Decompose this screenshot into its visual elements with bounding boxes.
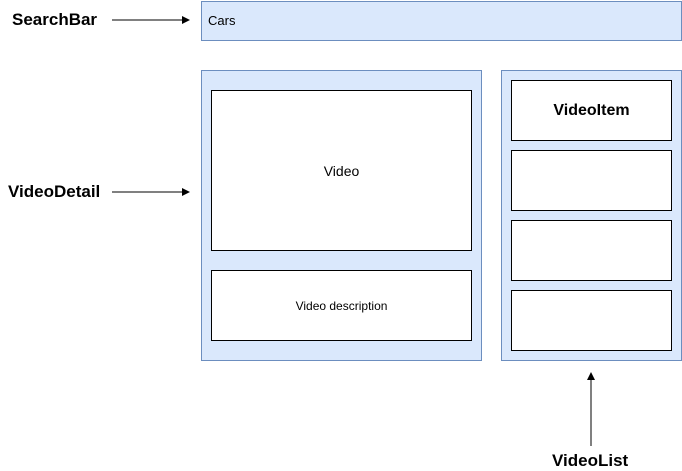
video-description-box: Video description	[211, 270, 472, 341]
search-query-text: Cars	[208, 13, 236, 28]
video-item-label: VideoItem	[553, 101, 630, 119]
videodetail-region: Video Video description	[201, 70, 482, 361]
searchbar-label: SearchBar	[12, 10, 98, 29]
searchbar-region[interactable]: Cars	[201, 1, 682, 41]
video-item[interactable]: VideoItem	[511, 80, 672, 141]
video-item[interactable]	[511, 220, 672, 281]
videolist-label: VideoList	[552, 451, 629, 470]
video-description-label: Video description	[295, 298, 388, 313]
video-item[interactable]	[511, 290, 672, 351]
video-label: Video	[323, 162, 360, 179]
videodetail-label: VideoDetail	[8, 182, 101, 201]
videolist-region: VideoItem	[501, 70, 682, 361]
video-box[interactable]: Video	[211, 90, 472, 251]
video-item[interactable]	[511, 150, 672, 211]
